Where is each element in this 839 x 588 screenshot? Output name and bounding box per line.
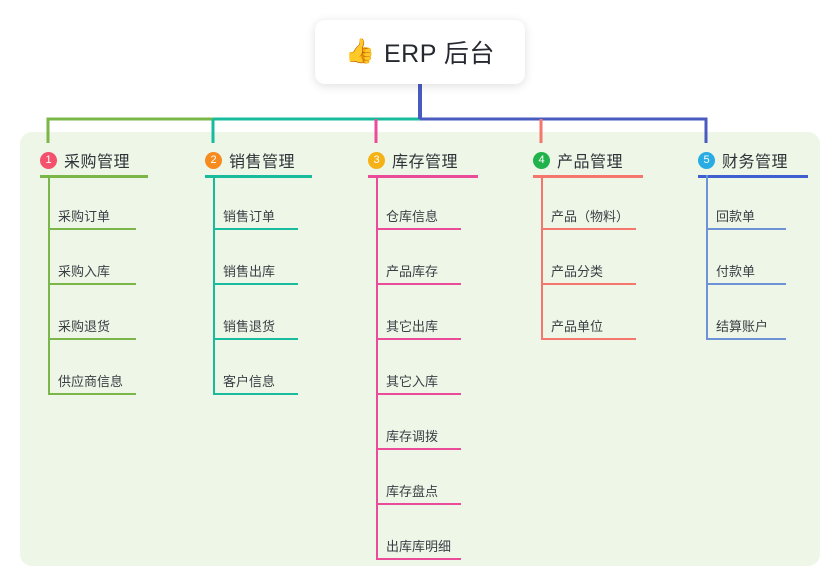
- leaf-node[interactable]: 出库库明细: [376, 530, 461, 560]
- branch-spine: [376, 175, 378, 560]
- leaf-node[interactable]: 仓库信息: [376, 200, 461, 230]
- root-node-card[interactable]: 👍 ERP 后台: [315, 20, 525, 84]
- branch-title: 产品管理: [557, 154, 624, 171]
- branch-header-rule: [40, 175, 148, 178]
- root-node-title: ERP 后台: [383, 40, 495, 68]
- branch-title: 采购管理: [64, 154, 131, 171]
- branch-spine: [213, 175, 215, 395]
- branch-header-rule: [205, 175, 312, 178]
- branch-header-rule: [533, 175, 643, 178]
- leaf-node-rule: [213, 393, 298, 395]
- branch-header-1[interactable]: 1 采购管理: [40, 148, 130, 172]
- leaf-node-rule: [541, 283, 636, 285]
- leaf-node-label: 采购订单: [58, 209, 111, 224]
- leaf-node[interactable]: 其它出库: [376, 310, 461, 340]
- leaf-node-label: 其它出库: [386, 319, 439, 334]
- leaf-node-label: 销售退货: [223, 319, 276, 334]
- leaf-node-label: 采购退货: [58, 319, 111, 334]
- leaf-node[interactable]: 产品（物料）: [541, 200, 636, 230]
- branch-title: 销售管理: [229, 154, 296, 171]
- leaf-node-rule: [48, 228, 136, 230]
- leaf-node[interactable]: 销售订单: [213, 200, 298, 230]
- branch-header-5[interactable]: 5 财务管理: [698, 148, 788, 172]
- leaf-node-label: 销售出库: [223, 264, 276, 279]
- leaf-node-label: 仓库信息: [386, 209, 439, 224]
- leaf-node-rule: [213, 283, 298, 285]
- leaf-node[interactable]: 销售出库: [213, 255, 298, 285]
- leaf-node[interactable]: 回款单: [706, 200, 786, 230]
- branch-header-2[interactable]: 2 销售管理: [205, 148, 295, 172]
- leaf-node[interactable]: 采购订单: [48, 200, 136, 230]
- leaf-node-rule: [376, 393, 461, 395]
- leaf-node-label: 客户信息: [223, 374, 276, 389]
- leaf-node[interactable]: 产品库存: [376, 255, 461, 285]
- leaf-node-label: 库存盘点: [386, 484, 439, 499]
- leaf-node-rule: [541, 228, 636, 230]
- branch-number-badge: 5: [698, 151, 715, 169]
- branch-title: 财务管理: [722, 154, 789, 171]
- leaf-node-rule: [541, 338, 636, 340]
- leaf-node-label: 结算账户: [716, 319, 769, 334]
- leaf-node[interactable]: 供应商信息: [48, 365, 136, 395]
- leaf-node-label: 产品分类: [551, 264, 604, 279]
- leaf-node-label: 出库库明细: [386, 539, 452, 554]
- branch-header-rule: [368, 175, 478, 178]
- leaf-node-label: 其它入库: [386, 374, 439, 389]
- branch-spine: [706, 175, 708, 340]
- leaf-node[interactable]: 其它入库: [376, 365, 461, 395]
- leaf-node-rule: [376, 558, 461, 560]
- leaf-node-label: 产品（物料）: [551, 209, 630, 224]
- leaf-node-label: 供应商信息: [58, 374, 124, 389]
- leaf-node-rule: [376, 503, 461, 505]
- leaf-node-label: 库存调拨: [386, 429, 439, 444]
- branch-header-rule: [698, 175, 808, 178]
- leaf-node-rule: [706, 228, 786, 230]
- leaf-node-label: 产品单位: [551, 319, 604, 334]
- leaf-node-rule: [706, 283, 786, 285]
- leaf-node-label: 回款单: [716, 209, 756, 224]
- branch-spine: [541, 175, 543, 340]
- leaf-node[interactable]: 产品单位: [541, 310, 636, 340]
- leaf-node-label: 采购入库: [58, 264, 111, 279]
- leaf-node[interactable]: 销售退货: [213, 310, 298, 340]
- leaf-node-label: 销售订单: [223, 209, 276, 224]
- leaf-node-rule: [213, 338, 298, 340]
- branch-header-4[interactable]: 4 产品管理: [533, 148, 623, 172]
- leaf-node[interactable]: 结算账户: [706, 310, 786, 340]
- leaf-node-rule: [48, 338, 136, 340]
- branch-number-badge: 2: [205, 151, 222, 169]
- leaf-node-label: 产品库存: [386, 264, 439, 279]
- branch-spine: [48, 175, 50, 395]
- leaf-node-rule: [48, 393, 136, 395]
- leaf-node[interactable]: 采购退货: [48, 310, 136, 340]
- leaf-node[interactable]: 客户信息: [213, 365, 298, 395]
- branch-number-badge: 3: [368, 151, 385, 169]
- thumbs-up-icon: 👍: [345, 38, 375, 65]
- leaf-node-rule: [376, 338, 461, 340]
- leaf-node-rule: [213, 228, 298, 230]
- leaf-node[interactable]: 库存调拨: [376, 420, 461, 450]
- leaf-node-rule: [48, 283, 136, 285]
- leaf-node[interactable]: 库存盘点: [376, 475, 461, 505]
- leaf-node-rule: [706, 338, 786, 340]
- branch-number-badge: 1: [40, 151, 57, 169]
- branch-number-badge: 4: [533, 151, 550, 169]
- leaf-node-rule: [376, 448, 461, 450]
- branch-header-3[interactable]: 3 库存管理: [368, 148, 458, 172]
- leaf-node-rule: [376, 283, 461, 285]
- diagram-background-panel: [20, 132, 820, 566]
- leaf-node-rule: [376, 228, 461, 230]
- leaf-node[interactable]: 产品分类: [541, 255, 636, 285]
- branch-title: 库存管理: [392, 154, 459, 171]
- leaf-node[interactable]: 付款单: [706, 255, 786, 285]
- leaf-node[interactable]: 采购入库: [48, 255, 136, 285]
- leaf-node-label: 付款单: [716, 264, 756, 279]
